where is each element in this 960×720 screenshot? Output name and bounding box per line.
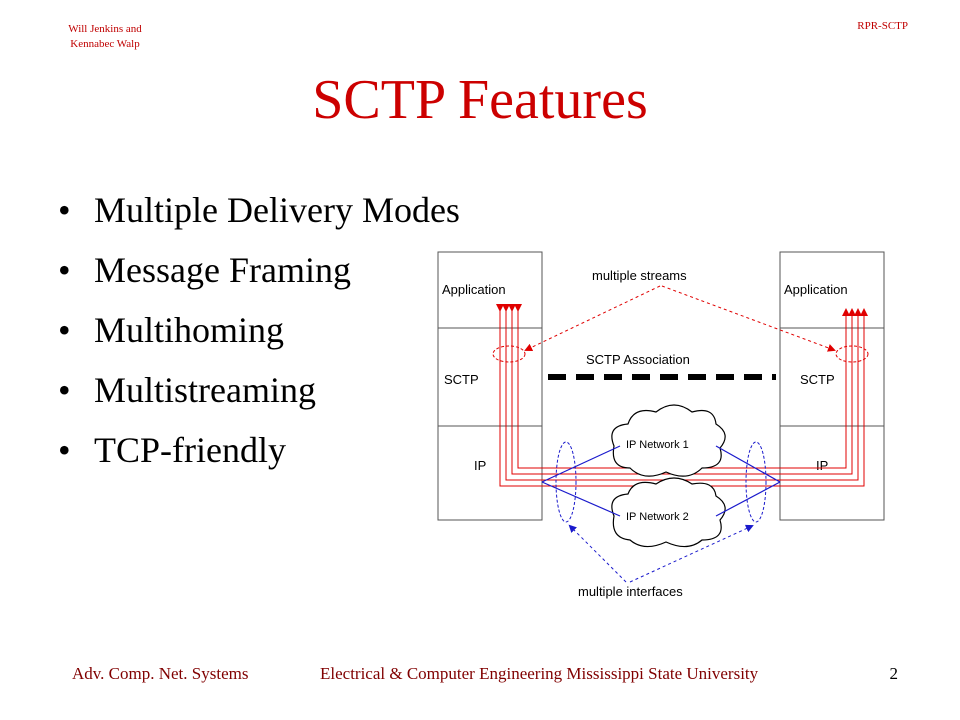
bullet-item: Multiple Delivery Modes	[58, 180, 460, 240]
left-ip-label: IP	[474, 458, 486, 473]
bullet-item: Multistreaming	[58, 360, 460, 420]
right-streams-ellipse	[835, 345, 869, 363]
right-interfaces-ellipse	[745, 441, 767, 523]
left-application-label: Application	[442, 282, 506, 297]
ip-network-2-cloud: IP Network 2	[611, 477, 726, 548]
ip-network-1-cloud: IP Network 1	[611, 404, 726, 477]
interfaces-arrow-left	[568, 524, 627, 583]
right-application-label: Application	[784, 282, 848, 297]
sctp-association-label: SCTP Association	[586, 352, 690, 367]
left-sctp-label: SCTP	[444, 372, 479, 387]
streams-arrow-left	[524, 285, 661, 352]
footer-department: Electrical & Computer Engineering Missis…	[320, 664, 759, 683]
streams-arrow-right	[661, 285, 836, 352]
right-host-stack: Application SCTP IP	[779, 251, 885, 521]
ip-network-2-label: IP Network 2	[626, 511, 689, 523]
left-streams-ellipse	[492, 345, 526, 363]
author-line-1: Will Jenkins and	[68, 23, 142, 35]
feature-list: Multiple Delivery Modes Message Framing …	[58, 180, 460, 480]
sctp-diagram: Application SCTP IP Application SCTP IP …	[437, 251, 885, 599]
author-line-2: Kennabec Walp	[70, 38, 140, 50]
topic-label: RPR-SCTP	[857, 20, 908, 32]
network-links	[541, 445, 781, 517]
bullet-item: TCP-friendly	[58, 420, 460, 480]
bullet-item: Message Framing	[58, 240, 460, 300]
author-credit: Will Jenkins and Kennabec Walp	[50, 22, 160, 52]
right-ip-label: IP	[816, 458, 828, 473]
left-interfaces-ellipse	[555, 441, 577, 523]
footer-course: Adv. Comp. Net. Systems	[72, 664, 249, 683]
right-sctp-label: SCTP	[800, 372, 835, 387]
multiple-streams-label: multiple streams	[592, 268, 687, 283]
slide-title: SCTP Features	[312, 69, 648, 131]
multiple-interfaces-label: multiple interfaces	[578, 584, 683, 599]
page-number: 2	[889, 664, 899, 683]
ip-network-1-label: IP Network 1	[626, 439, 689, 451]
bullet-item: Multihoming	[58, 300, 460, 360]
left-host-stack: Application SCTP IP	[437, 251, 543, 521]
interfaces-arrow-right	[629, 524, 754, 583]
